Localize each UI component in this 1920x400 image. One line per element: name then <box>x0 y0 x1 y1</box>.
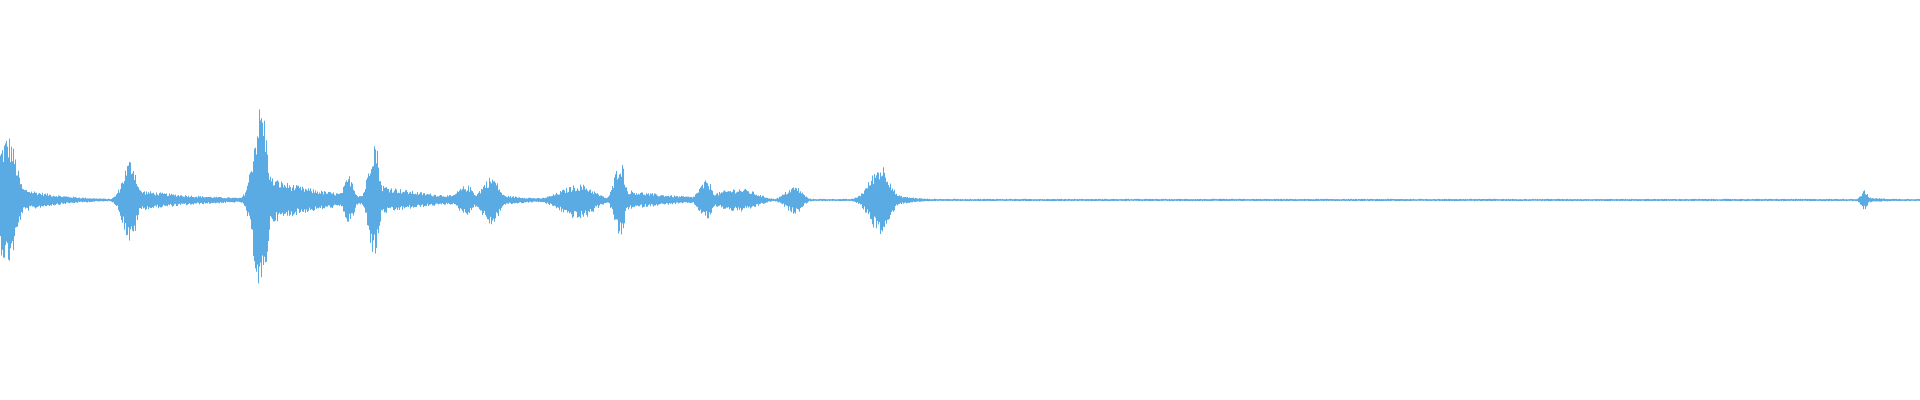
waveform-path <box>0 109 1920 284</box>
